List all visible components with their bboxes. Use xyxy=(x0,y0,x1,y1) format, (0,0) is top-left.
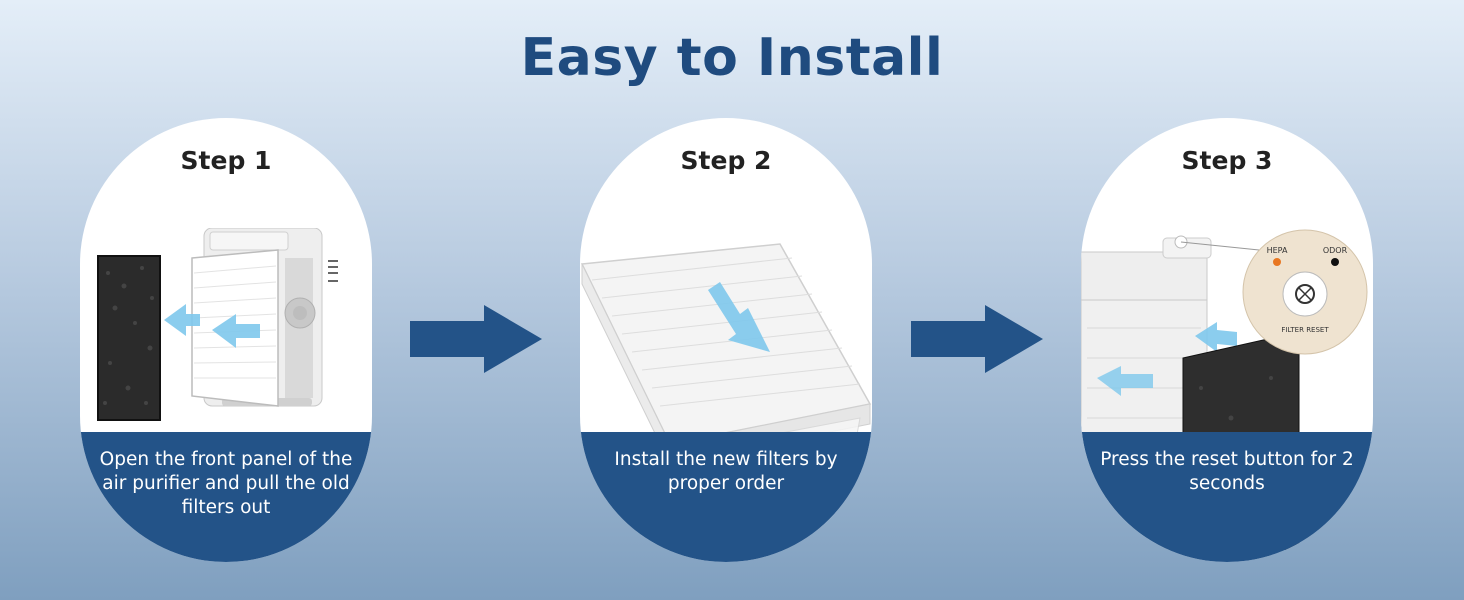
step-card-3: Step 3 HEPA ODOR FILTER RESE xyxy=(1081,118,1373,562)
page-title: Easy to Install xyxy=(520,28,944,88)
insert-arrow-icon xyxy=(1097,366,1153,396)
odor-label: ODOR xyxy=(1323,246,1348,255)
carbon-filter xyxy=(97,255,161,421)
filter-reset-label: FILTER RESET xyxy=(1281,326,1329,334)
hepa-label: HEPA xyxy=(1267,246,1288,255)
step-2-caption-panel: Install the new filters by proper order xyxy=(580,432,872,562)
step-3-caption-panel: Press the reset button for 2 seconds xyxy=(1081,432,1373,562)
step-3-caption: Press the reset button for 2 seconds xyxy=(1100,449,1354,494)
odor-indicator xyxy=(1331,258,1339,266)
step-1-label: Step 1 xyxy=(180,146,272,175)
control-panel-zoom: HEPA ODOR FILTER RESET xyxy=(1242,229,1368,355)
step-1-illustration xyxy=(97,228,338,421)
step-arrow-right-icon xyxy=(911,305,1043,373)
pull-out-arrow-icon xyxy=(212,314,260,348)
step-1-caption-panel: Open the front panel of the air purifier… xyxy=(80,432,372,562)
step-card-1: Step 1 xyxy=(80,118,372,562)
step-1-caption: Open the front panel of the air purifier… xyxy=(99,449,353,518)
step-2-label: Step 2 xyxy=(680,146,772,175)
step-3-label: Step 3 xyxy=(1181,146,1273,175)
pull-out-arrow-icon xyxy=(164,304,200,336)
hepa-indicator xyxy=(1273,258,1281,266)
step-2-caption: Install the new filters by proper order xyxy=(614,449,838,494)
step-arrow-right-icon xyxy=(410,305,542,373)
insert-arrow-icon xyxy=(1195,322,1237,352)
step-card-2: Step 2 Install the new filters by proper… xyxy=(580,118,872,562)
filter-reset-icon xyxy=(1295,284,1315,304)
insert-arrow-icon xyxy=(708,282,770,352)
